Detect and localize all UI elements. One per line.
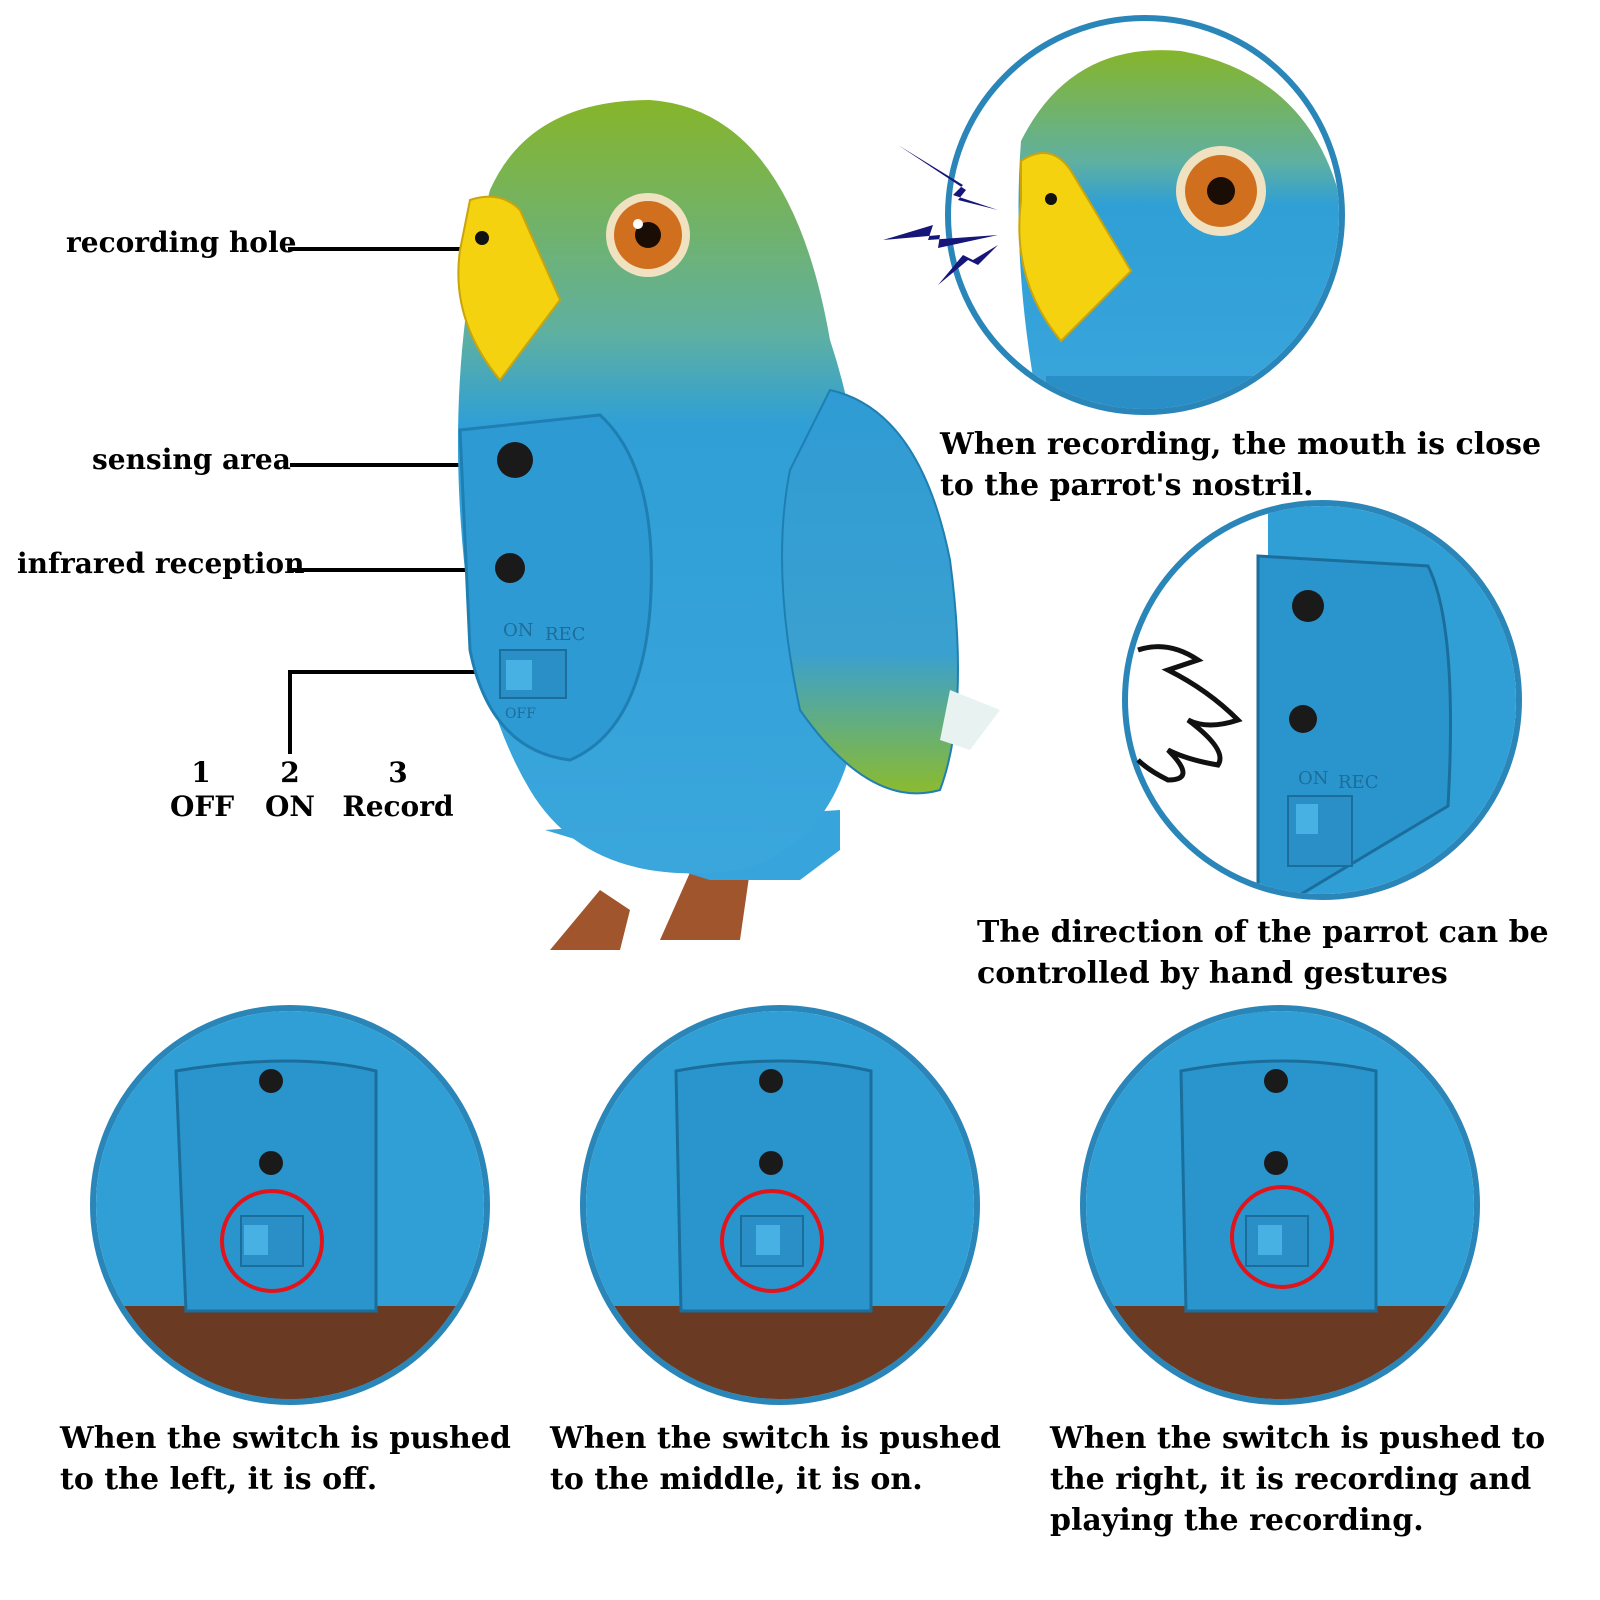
gesture-detail-circle: ON REC (1122, 500, 1522, 900)
pointer-line-recording-hole (288, 247, 483, 251)
position-number: 3 (388, 756, 408, 789)
switch-label-on: ON (1298, 768, 1329, 789)
switch-on-closeup (586, 1011, 974, 1399)
switch-label-off: OFF (505, 706, 536, 722)
caption-line: When the switch is pushed (60, 1421, 511, 1456)
caption-line: to the parrot's nostril. (940, 468, 1314, 503)
caption-line: playing the recording. (1050, 1503, 1424, 1538)
parrot-head-closeup (1018, 50, 1339, 409)
highlight-circle (720, 1189, 824, 1293)
caption-line: When recording, the mouth is close (940, 427, 1542, 462)
highlight-circle (1230, 1185, 1334, 1289)
sound-wave-icon (883, 145, 998, 285)
pointer-line-infrared (290, 568, 500, 572)
caption-line: When the switch is pushed to (1050, 1421, 1546, 1456)
switch-on-circle (580, 1005, 980, 1405)
switch-label-rec: REC (545, 624, 585, 645)
caption-recording: When recording, the mouth is close to th… (940, 424, 1541, 506)
pointer-line-sensing-area (290, 463, 500, 467)
position-name: OFF (170, 790, 235, 823)
position-number: 1 (191, 756, 211, 789)
caption-line: controlled by hand gestures (977, 956, 1448, 991)
position-name: Record (342, 790, 454, 823)
recording-detail-circle (945, 15, 1345, 415)
pointer-line-switch-vertical (288, 670, 292, 754)
caption-off: When the switch is pushed to the left, i… (60, 1418, 511, 1500)
position-number: 2 (280, 756, 300, 789)
pointer-line-switch (288, 670, 500, 674)
switch-record-circle (1080, 1005, 1480, 1405)
caption-on: When the switch is pushed to the middle,… (550, 1418, 1001, 1500)
label-recording-hole: recording hole (66, 226, 297, 259)
caption-line: the right, it is recording and (1050, 1462, 1532, 1497)
caption-line: to the left, it is off. (60, 1462, 378, 1497)
caption-gesture: The direction of the parrot can be contr… (977, 912, 1549, 994)
label-sensing-area: sensing area (92, 443, 291, 476)
caption-line: The direction of the parrot can be (977, 915, 1549, 950)
position-name: ON (265, 790, 315, 823)
switch-off-closeup (96, 1011, 484, 1399)
label-infrared-reception: infrared reception (17, 547, 305, 580)
caption-line: to the middle, it is on. (550, 1462, 923, 1497)
hand-gesture-icon (1136, 644, 1243, 783)
caption-record: When the switch is pushed to the right, … (1050, 1418, 1545, 1541)
switch-label-rec: REC (1338, 772, 1378, 793)
switch-label-on: ON (503, 620, 534, 641)
parrot-front-closeup: ON REC (1256, 506, 1516, 894)
highlight-circle (220, 1189, 324, 1293)
caption-line: When the switch is pushed (550, 1421, 1001, 1456)
parrot-image: ON REC OFF (457, 100, 1000, 950)
switch-record-closeup (1086, 1011, 1474, 1399)
switch-off-circle (90, 1005, 490, 1405)
